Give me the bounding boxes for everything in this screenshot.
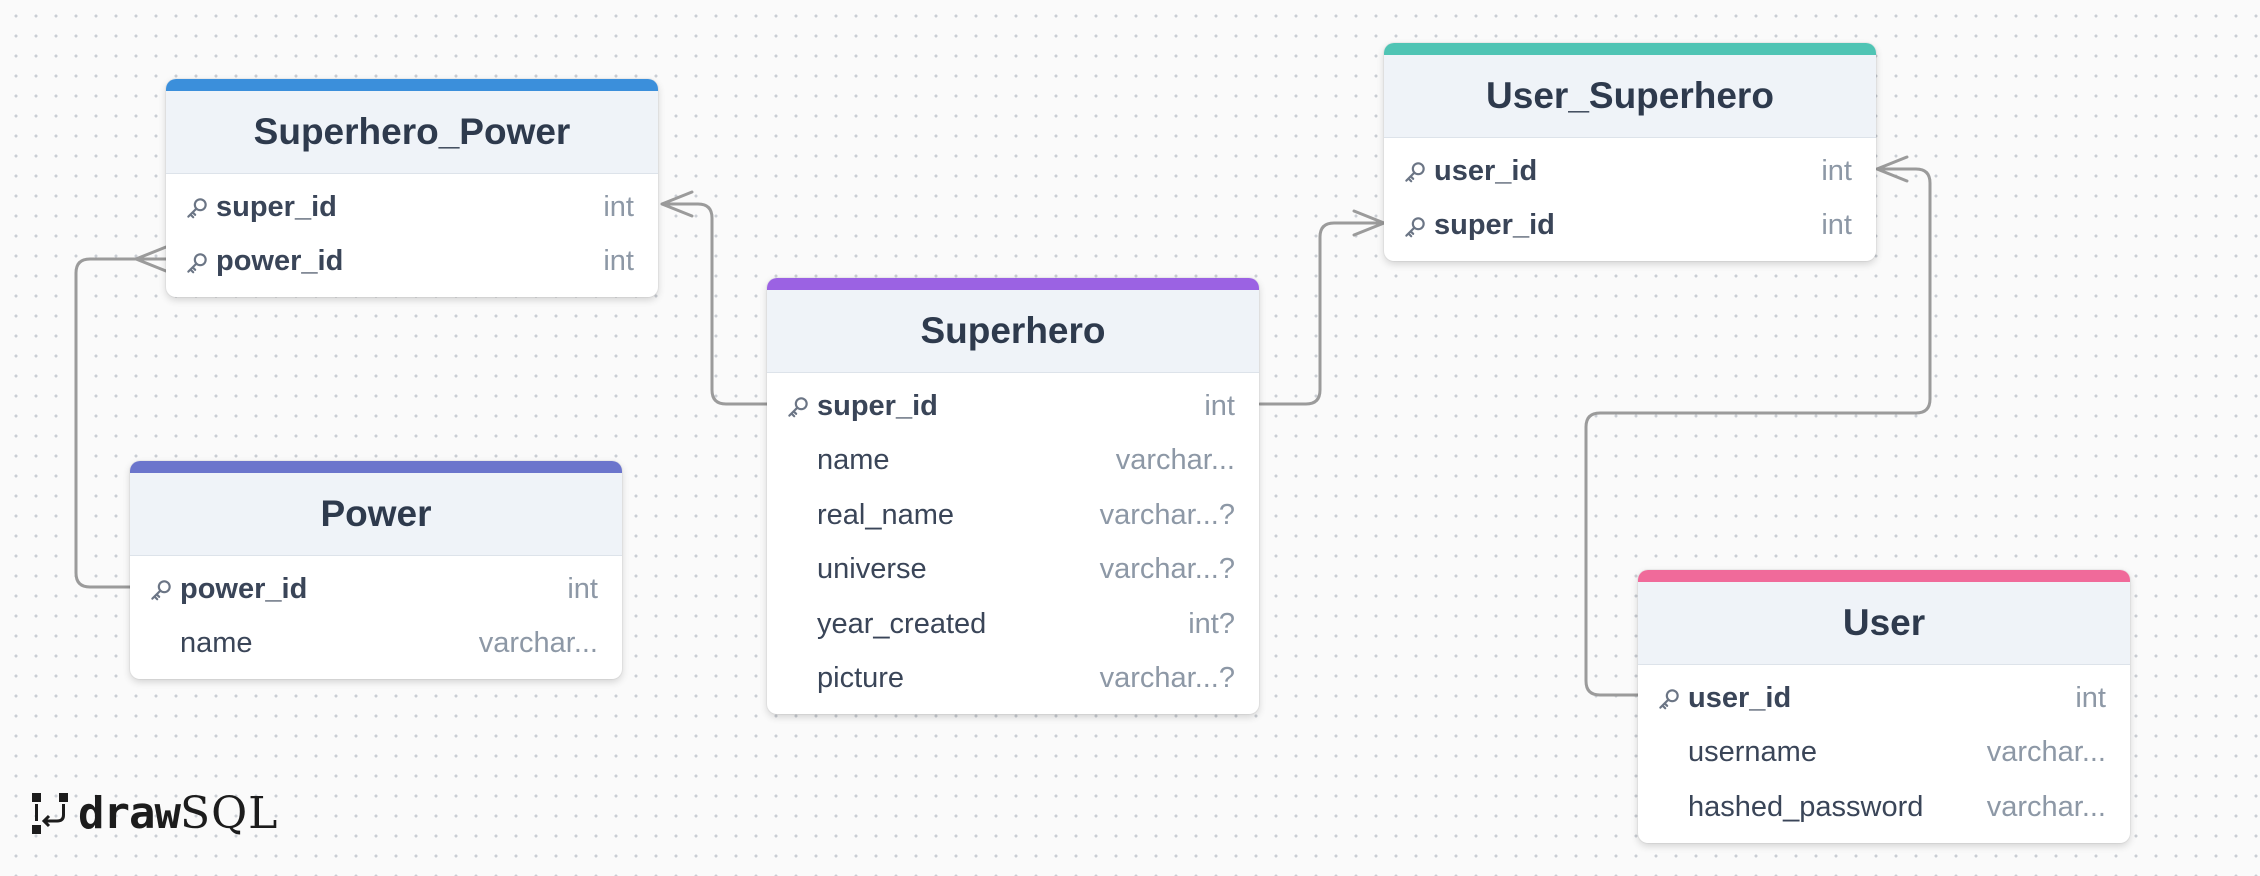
table-color-bar xyxy=(767,278,1259,290)
drawsql-logo-icon xyxy=(32,792,68,834)
column-type: varchar... xyxy=(1115,444,1235,477)
key-icon xyxy=(184,250,210,276)
column-type: varchar... xyxy=(478,627,598,660)
drawsql-logo-draw: draw xyxy=(78,788,181,839)
key-icon xyxy=(1402,159,1428,185)
column-name: user_id xyxy=(1688,681,1792,714)
column-row[interactable]: super_id int xyxy=(1384,199,1876,254)
key-icon xyxy=(1402,214,1428,240)
column-type: int xyxy=(603,190,634,223)
column-type: varchar...? xyxy=(1099,662,1235,695)
column-type: int xyxy=(603,245,634,278)
column-name: user_id xyxy=(1434,154,1538,187)
column-type: varchar...? xyxy=(1099,553,1235,586)
table-power[interactable]: Power power_id int name varchar... xyxy=(130,461,622,679)
column-row[interactable]: name varchar... xyxy=(130,617,622,672)
table-title: User xyxy=(1638,582,2130,665)
table-title: Power xyxy=(130,473,622,556)
column-name: hashed_password xyxy=(1688,790,1924,823)
column-name: name xyxy=(817,444,890,477)
drawsql-logo-sql: SQL xyxy=(179,788,279,839)
column-name: super_id xyxy=(817,389,938,422)
column-name: username xyxy=(1688,736,1817,769)
column-type: varchar... xyxy=(1986,790,2106,823)
key-icon xyxy=(785,394,811,420)
column-row[interactable]: real_name varchar...? xyxy=(767,488,1259,543)
column-type: int xyxy=(1821,154,1852,187)
column-row[interactable]: super_id int xyxy=(767,379,1259,434)
column-row[interactable]: user_id int xyxy=(1638,671,2130,726)
table-superhero[interactable]: Superhero super_id int name varchar... real_… xyxy=(767,278,1259,714)
relationship-superhero-user-superhero[interactable] xyxy=(1258,209,1386,406)
table-color-bar xyxy=(1384,43,1876,55)
relationship-superhero-superhero-power[interactable] xyxy=(660,190,769,406)
column-name: super_id xyxy=(1434,209,1555,242)
key-icon xyxy=(1656,686,1682,712)
column-type: int xyxy=(1821,209,1852,242)
column-name: universe xyxy=(817,553,927,586)
column-list: power_id int name varchar... xyxy=(130,556,622,679)
column-name: name xyxy=(180,627,253,660)
column-name: picture xyxy=(817,662,905,695)
column-row[interactable]: hashed_password varchar... xyxy=(1638,780,2130,835)
key-icon xyxy=(184,195,210,221)
column-name: real_name xyxy=(817,498,955,531)
column-type: int xyxy=(567,572,598,605)
table-title: User_Superhero xyxy=(1384,55,1876,138)
column-name: super_id xyxy=(216,190,337,223)
column-row[interactable]: picture varchar...? xyxy=(767,652,1259,707)
column-row[interactable]: user_id int xyxy=(1384,144,1876,199)
column-type: varchar...? xyxy=(1099,498,1235,531)
column-type: int xyxy=(2075,681,2106,714)
column-row[interactable]: super_id int xyxy=(166,180,658,235)
column-name: power_id xyxy=(180,572,308,605)
column-type: int xyxy=(1204,389,1235,422)
column-row[interactable]: power_id int xyxy=(166,235,658,290)
key-icon xyxy=(148,577,174,603)
table-color-bar xyxy=(130,461,622,473)
column-row[interactable]: username varchar... xyxy=(1638,726,2130,781)
table-title: Superhero_Power xyxy=(166,91,658,174)
column-row[interactable]: universe varchar...? xyxy=(767,543,1259,598)
column-row[interactable]: power_id int xyxy=(130,562,622,617)
table-title: Superhero xyxy=(767,290,1259,373)
column-type: varchar... xyxy=(1986,736,2106,769)
column-name: year_created xyxy=(817,607,987,640)
column-name: power_id xyxy=(216,245,344,278)
column-type: int? xyxy=(1188,607,1235,640)
column-row[interactable]: name varchar... xyxy=(767,434,1259,489)
column-row[interactable]: year_created int? xyxy=(767,597,1259,652)
table-color-bar xyxy=(1638,570,2130,582)
table-color-bar xyxy=(166,79,658,91)
